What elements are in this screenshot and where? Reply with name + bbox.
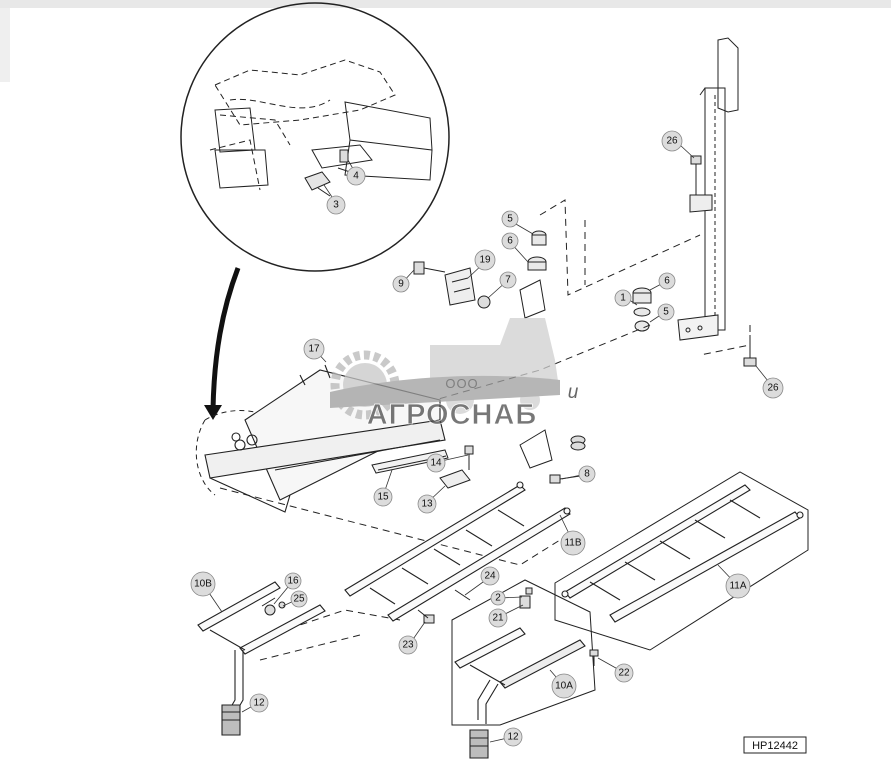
callout-15: 15	[373, 487, 393, 507]
callout-7: 7	[499, 271, 517, 289]
bolt-23	[417, 609, 435, 624]
rod-24	[454, 589, 471, 601]
callout-8: 8	[578, 465, 596, 483]
svg-text:14: 14	[430, 458, 442, 469]
callout-19: 19	[474, 249, 496, 271]
reference-code: HP12442	[743, 736, 807, 754]
detail-magnifier	[180, 2, 450, 272]
assembly-lines-middle	[219, 487, 561, 661]
left-edge	[0, 8, 10, 82]
svg-text:22: 22	[618, 668, 630, 679]
callout-10a: 10A	[551, 673, 577, 699]
callout-12-right: 12	[503, 727, 523, 747]
ladder-11a-box	[554, 471, 809, 651]
callout-4: 4	[346, 166, 366, 186]
bolt-9	[413, 261, 446, 275]
svg-text:21: 21	[492, 613, 504, 624]
svg-text:1: 1	[620, 293, 626, 304]
top-bar	[0, 0, 891, 8]
svg-text:15: 15	[377, 492, 389, 503]
svg-text:19: 19	[479, 255, 491, 266]
svg-text:10A: 10A	[555, 681, 573, 692]
step-10a-box	[451, 579, 596, 726]
svg-text:11B: 11B	[564, 538, 581, 549]
hinge-plate	[519, 429, 553, 469]
svg-text:13: 13	[421, 499, 433, 510]
callout-13: 13	[417, 494, 437, 514]
callout-21: 21	[488, 608, 508, 628]
clamp-upper	[519, 279, 546, 319]
watermark-ooo: ООО	[445, 376, 478, 391]
callout-6: 6	[501, 232, 519, 250]
svg-text:12: 12	[507, 732, 519, 743]
callout-11a: 11A	[725, 573, 751, 599]
detail-circle-lower	[195, 410, 276, 496]
callout-6-right: 6	[658, 272, 676, 290]
bracket-13	[439, 469, 471, 489]
watermark-trailing: u	[568, 382, 579, 403]
callout-26-lower: 26	[762, 377, 784, 399]
svg-text:11A: 11A	[729, 581, 746, 592]
svg-text:26: 26	[666, 136, 678, 147]
callout-12-left: 12	[249, 693, 269, 713]
callout-9: 9	[392, 275, 410, 293]
svg-text:9: 9	[398, 279, 404, 290]
nut-7	[477, 295, 491, 309]
svg-text:3: 3	[333, 200, 339, 211]
callout-14: 14	[426, 453, 446, 473]
svg-text:10B: 10B	[194, 579, 212, 590]
svg-text:5: 5	[663, 307, 669, 318]
svg-text:24: 24	[484, 571, 496, 582]
callout-1: 1	[614, 289, 632, 307]
callout-11b: 11B	[560, 530, 586, 556]
callout-3: 3	[326, 195, 346, 215]
svg-text:7: 7	[505, 275, 511, 286]
callout-23: 23	[398, 635, 418, 655]
step-10b	[197, 581, 326, 736]
callout-labels: 3 4 26 5 6 9 19 7 1 6 5 17 26 14 8 15 13…	[190, 130, 784, 747]
nut-stack-center	[527, 230, 547, 271]
svg-text:25: 25	[293, 594, 305, 605]
ladder-11b	[344, 481, 571, 622]
spring-21-latch-2	[519, 587, 533, 609]
svg-text:5: 5	[507, 214, 513, 225]
callout-2: 2	[490, 590, 506, 606]
detail-arrow	[204, 267, 241, 420]
bolts-16-25	[261, 597, 286, 616]
nut-stack-right	[632, 287, 652, 332]
callout-24: 24	[480, 566, 500, 586]
watermark: ООО АГРОСНАБ u	[330, 318, 579, 431]
svg-text:23: 23	[402, 640, 414, 651]
reference-code-text: HP12442	[752, 740, 798, 752]
callout-5-right: 5	[657, 303, 675, 321]
assembly-lines-upper	[434, 199, 751, 401]
step-10a	[454, 627, 586, 759]
callout-17: 17	[303, 338, 325, 360]
callout-16: 16	[284, 572, 302, 590]
svg-text:17: 17	[308, 344, 320, 355]
svg-text:26: 26	[767, 383, 779, 394]
svg-text:2: 2	[495, 593, 501, 604]
callout-26: 26	[661, 130, 683, 152]
callout-5: 5	[501, 210, 519, 228]
watermark-brand: АГРОСНАБ	[367, 399, 538, 431]
svg-text:4: 4	[353, 171, 359, 182]
vertical-post	[677, 37, 739, 341]
bracket-19	[444, 267, 476, 306]
bolt-26-upper	[690, 155, 702, 195]
callout-10b: 10B	[190, 571, 216, 597]
bolt-14	[464, 445, 474, 470]
screw-22	[589, 649, 599, 666]
callout-22: 22	[614, 663, 634, 683]
svg-text:6: 6	[664, 276, 670, 287]
ladder-11a	[561, 484, 804, 623]
svg-text:16: 16	[287, 576, 299, 587]
svg-text:6: 6	[507, 236, 513, 247]
callout-25: 25	[290, 590, 308, 608]
svg-text:12: 12	[253, 698, 265, 709]
svg-text:8: 8	[584, 469, 590, 480]
